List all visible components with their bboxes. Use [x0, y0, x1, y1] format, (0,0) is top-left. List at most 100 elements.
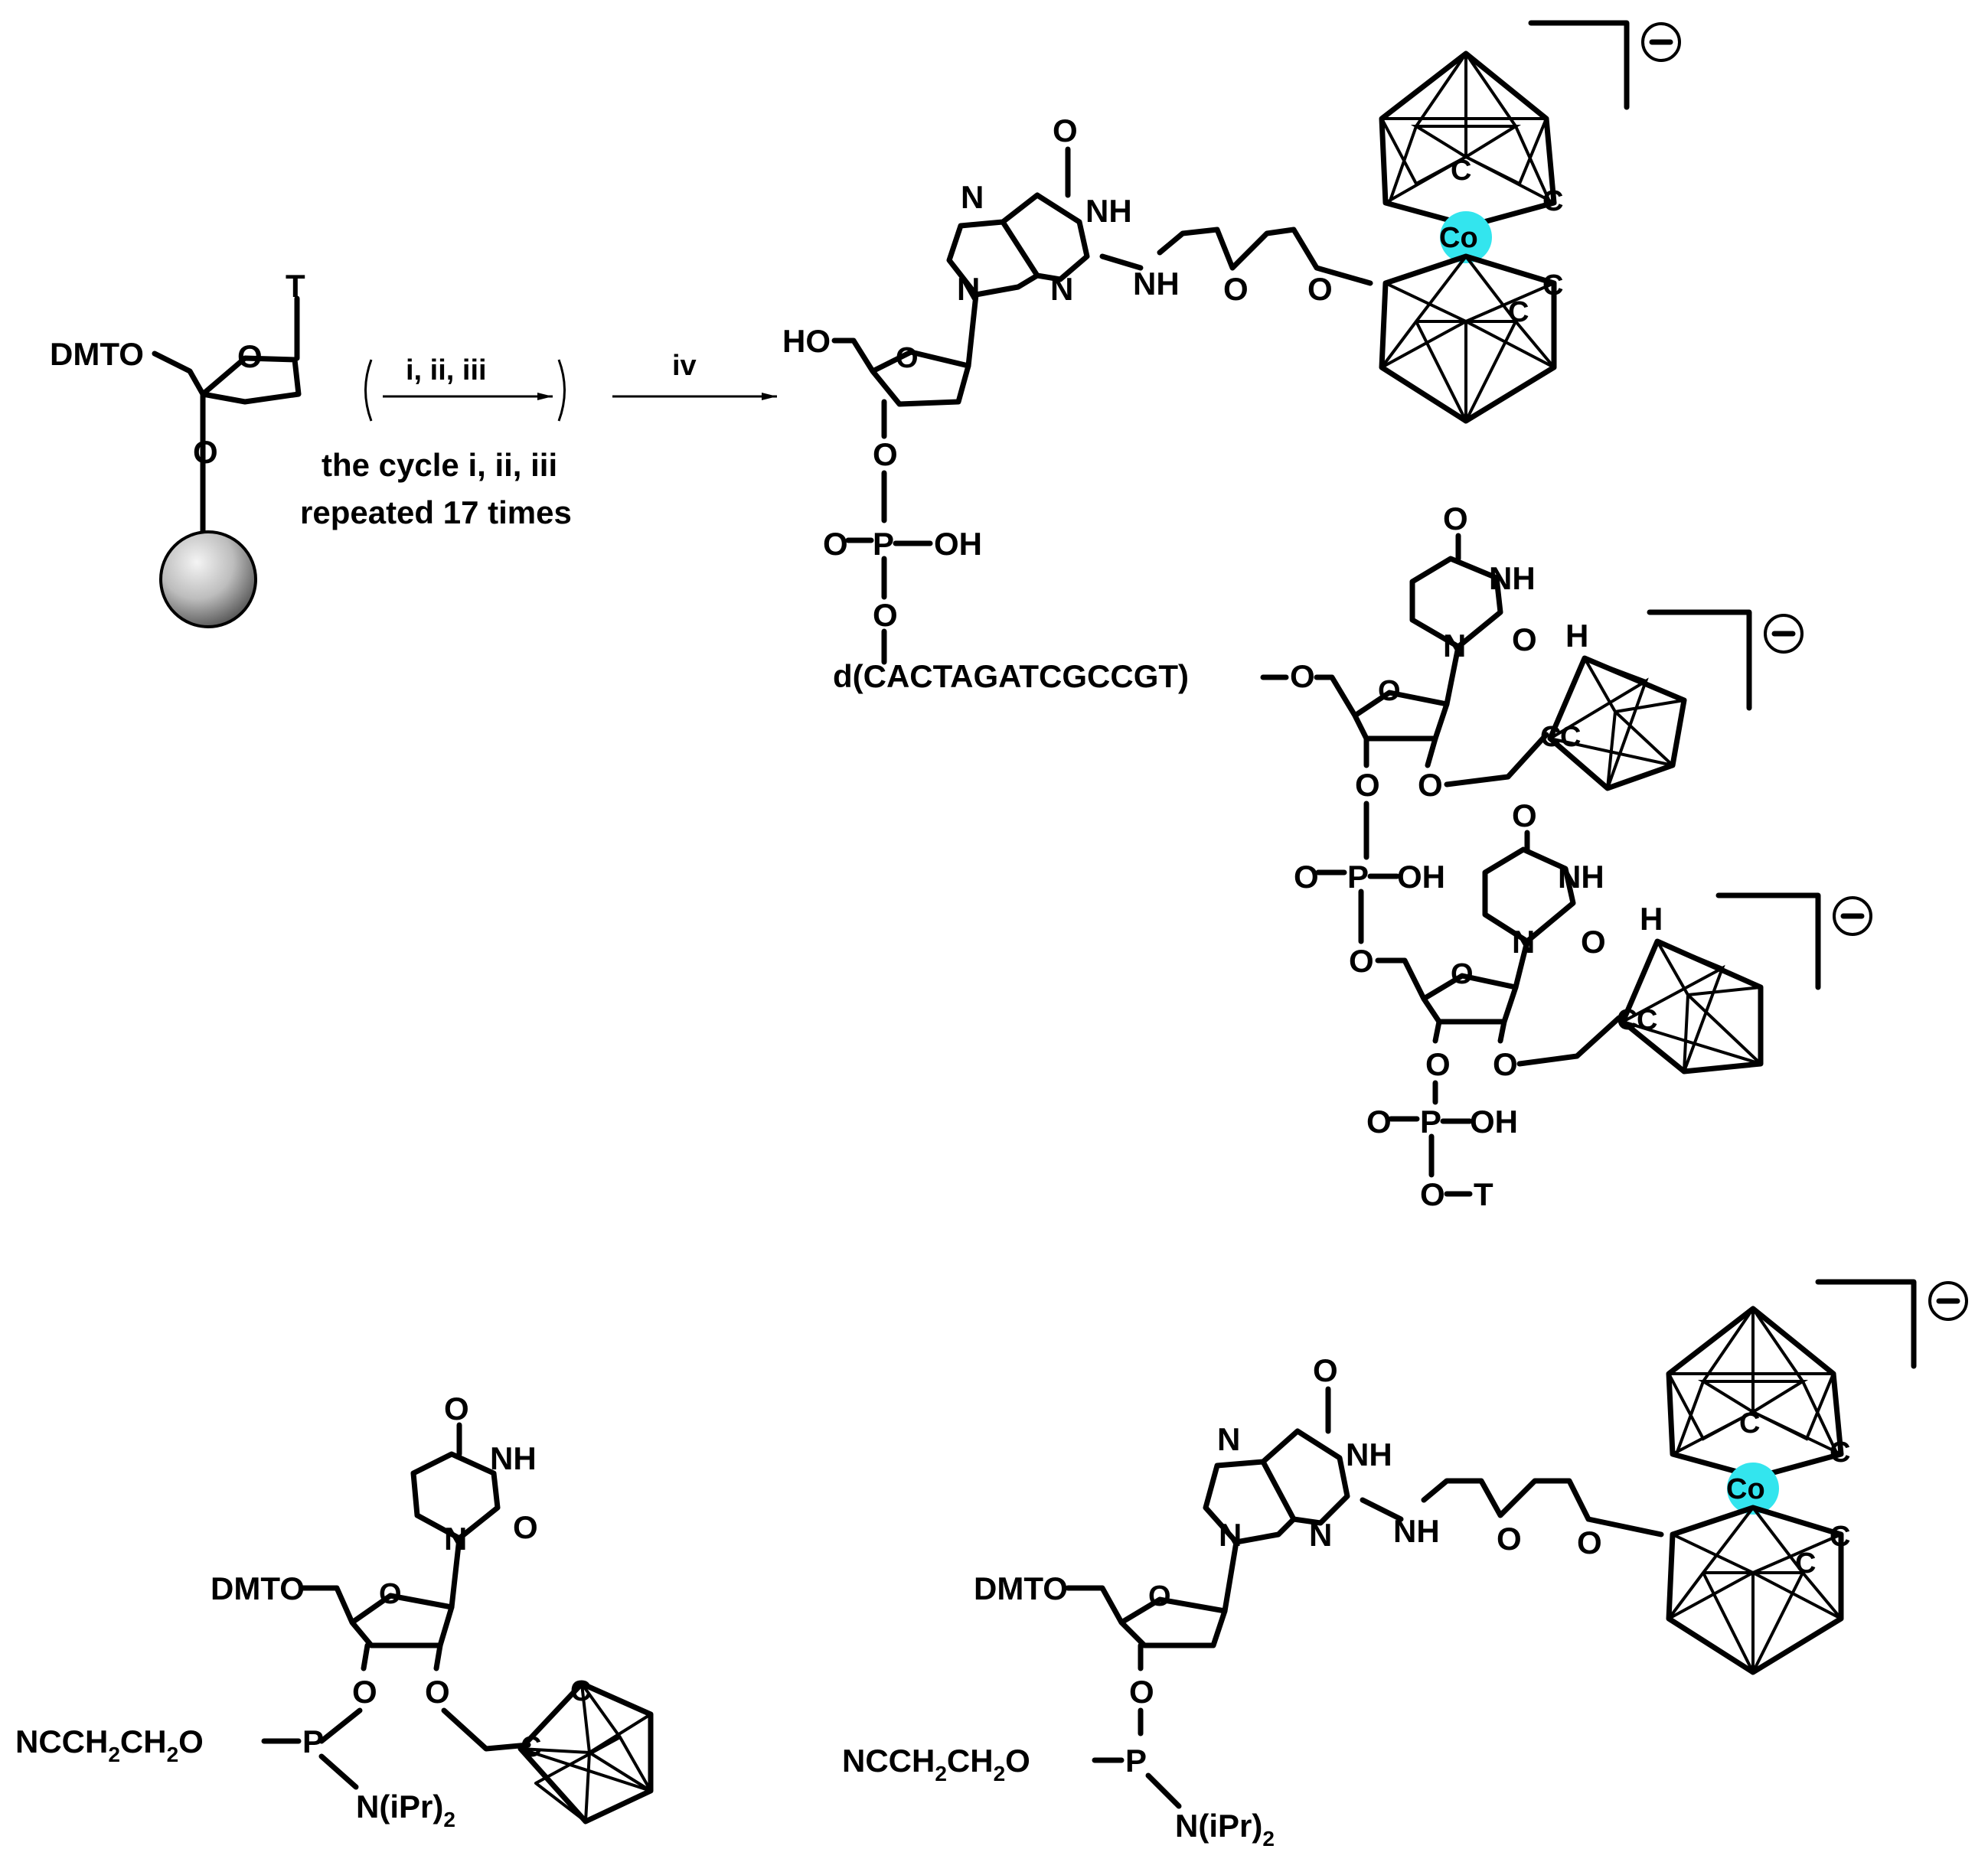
uracil-c4-oxo: O [1512, 797, 1537, 833]
cyanoethyl-label: NCCH2CH2O [842, 1743, 1030, 1785]
cobaltacarborane-cage-top: C C [1379, 51, 1563, 229]
carbon-label: C [1830, 1436, 1850, 1469]
oligo-chain: d(CACTAGATCGCCGT) O O N O NH O O H C C O… [833, 501, 1872, 1212]
ring-oxygen: O [379, 1578, 402, 1610]
diisopropylamino-label: N(iPr)2 [356, 1789, 455, 1831]
cobalt-label: Co [1726, 1473, 1765, 1505]
carbon-label: C [1795, 1547, 1816, 1580]
uracil-c2-oxo: O [513, 1509, 538, 1545]
uracil-c2-oxo: O [1581, 924, 1606, 960]
o3-label: O [873, 436, 898, 472]
carbon-label: C [1542, 269, 1563, 302]
ring-oxygen: O [1378, 675, 1401, 707]
linker-oxygen: O [193, 434, 218, 470]
c6-oxo-label: O [1053, 113, 1078, 148]
oligo-sequence: d(CACTAGATCGCCGT) [833, 658, 1189, 694]
uracil-nh: NH [1489, 560, 1536, 596]
n1-h-label: NH [1085, 193, 1132, 229]
c6-oxo-label: O [1313, 1352, 1338, 1388]
phosphorus-label: P [1420, 1104, 1441, 1140]
carborane-cage-3: C C [517, 1675, 654, 1824]
carbon-label: C [1830, 1521, 1850, 1553]
ring-oxygen: O [1451, 958, 1474, 990]
n3-label: N [1309, 1517, 1332, 1553]
uracil-nh: NH [1558, 859, 1604, 895]
amine-nh-label: NH [1133, 266, 1180, 302]
carbon-label: C [1451, 155, 1471, 187]
carbon-label: C [1617, 1004, 1637, 1036]
carborane-h: H [1565, 618, 1588, 654]
phosphorus-label: P [873, 526, 894, 562]
carborane-cage-1: H C C [1540, 618, 1687, 791]
carbon-label: C [570, 1675, 591, 1707]
cobaltacarborane-cage-bottom: C C [1379, 253, 1563, 424]
carbon-label: C [521, 1731, 541, 1763]
diisopropylamino-label: N(iPr)2 [1175, 1808, 1275, 1851]
n9-label: N [1219, 1517, 1242, 1553]
o2-label: O [425, 1674, 450, 1710]
o2-uridine-1: O [1418, 767, 1443, 803]
n7-label: N [961, 179, 984, 215]
thymine-label: T [286, 268, 305, 304]
deprotection-arrow: iv [612, 350, 777, 400]
o3-uridine-2: O [1425, 1046, 1451, 1082]
o3-uridine-1: O [1355, 767, 1380, 803]
ring-oxygen: O [896, 342, 919, 374]
ho-label: HO [782, 323, 831, 359]
guanosine-cobaltacarborane-phosphoramidite: DMTO O N N O NH N NH O O C C Co C C [842, 1279, 1968, 1851]
ring-oxygen: O [237, 338, 263, 374]
uracil-c4-oxo: O [444, 1391, 469, 1427]
cycle-arrow: i, ii, iii the cycle i, ii, iii repeated… [300, 354, 572, 530]
carbon-label: C [1542, 185, 1563, 217]
cobaltacarborane-cage-top: C C [1666, 1306, 1850, 1480]
o5-uridine-1: O [1290, 658, 1315, 694]
cycle-note-line-2: repeated 17 times [300, 494, 572, 530]
uracil-c2-oxo: O [1512, 621, 1537, 657]
uracil-n1: N [1512, 924, 1535, 960]
uracil-n1: N [444, 1521, 467, 1557]
phosphorus-label: P [1347, 859, 1369, 895]
phosphate-oh: OH [1470, 1104, 1518, 1140]
ether-oxygen-2: O [1307, 271, 1333, 307]
terminal-thymidine: T [1474, 1176, 1493, 1212]
carbon-label: C [1739, 1407, 1760, 1440]
uracil-nh: NH [490, 1440, 537, 1476]
phosphorus-label: P [302, 1723, 324, 1759]
dmto-label: DMTO [211, 1570, 305, 1606]
cobalt-atom [1727, 1463, 1779, 1515]
cycle-reagents: i, ii, iii [406, 354, 487, 386]
dmto-label: DMTO [974, 1570, 1068, 1606]
uracil-c4-oxo: O [1443, 501, 1468, 536]
cobalt-atom [1440, 211, 1492, 263]
ether-oxygen-2: O [1577, 1524, 1602, 1560]
o3-label: O [352, 1674, 377, 1710]
ether-oxygen-1: O [1497, 1521, 1522, 1557]
n7-label: N [1217, 1421, 1240, 1457]
carbon-label: C [1637, 1004, 1657, 1036]
ring-oxygen: O [1148, 1580, 1171, 1613]
n9-label: N [957, 271, 980, 307]
carbon-label: C [1540, 721, 1561, 753]
cyanoethyl-label: NCCH2CH2O [15, 1723, 204, 1766]
o5-terminal: O [1420, 1176, 1445, 1212]
o3-label: O [1129, 1674, 1154, 1710]
cycle-note-line-1: the cycle i, ii, iii [322, 447, 557, 483]
carborane-cage-2: H C C [1617, 901, 1764, 1074]
n1-h-label: NH [1346, 1436, 1392, 1472]
o5-uridine-2: O [1349, 943, 1374, 979]
n3-label: N [1050, 271, 1073, 307]
cobaltacarborane-cage-bottom: C C [1666, 1505, 1850, 1675]
o5-label: O [873, 597, 898, 633]
phosphoryl-oxygen: O [1294, 859, 1319, 895]
starting-nucleoside-on-support: DMTO T O O [50, 268, 305, 628]
solid-support-bead [159, 530, 257, 628]
carbon-label: C [1560, 721, 1581, 753]
phosphoryl-oxygen: O [823, 526, 848, 562]
uracil-n1: N [1443, 628, 1466, 664]
phosphoryl-oxygen: O [1366, 1104, 1392, 1140]
o2-uridine-2: O [1493, 1046, 1518, 1082]
carborane-h: H [1640, 901, 1663, 937]
product-guanosine-cobaltacarborane: HO O N N O NH N NH O O O O P OH O C C [782, 20, 1681, 665]
dmto-label: DMTO [50, 336, 144, 372]
